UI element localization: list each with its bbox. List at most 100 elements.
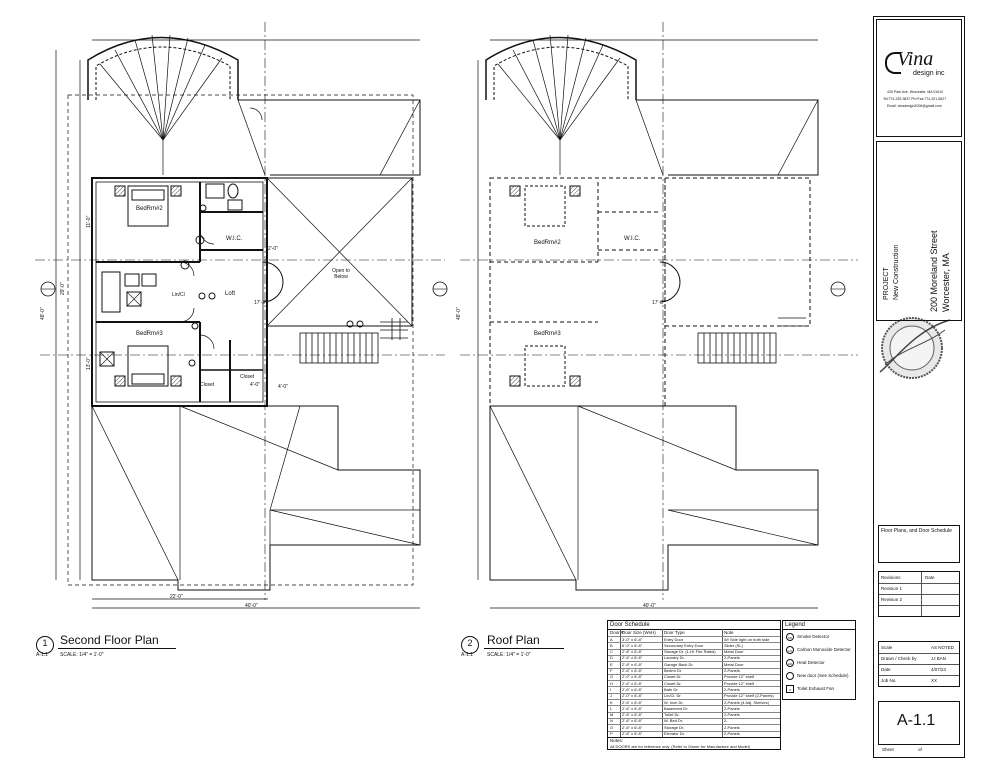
roof-plan (460, 22, 858, 609)
schedule-cell: 2'-6" x 6'-8" (622, 680, 643, 686)
schedule-cell: I (610, 686, 612, 692)
schedule-cell: M (610, 712, 614, 718)
view-scale: SCALE: 1/4" = 1'-0" (60, 652, 104, 658)
legend-item: Toilet Exhaust Fan (797, 686, 835, 691)
title-block: Vina design inc 425 Park Ave, Worcester,… (873, 16, 965, 758)
drawing-info-table: Scale AS NOTED Drawn / Check by JJ BAN D… (878, 641, 960, 687)
legend-symbol-icon: SD (786, 633, 794, 641)
room-bedroom-3: BedRm#3 (136, 331, 163, 337)
schedule-cell: 3'-0" x 6'-8" (622, 636, 643, 642)
revisions-date-label: Date (925, 575, 935, 580)
schedule-cell: 2-Panels (724, 705, 740, 711)
schedule-row-divider (608, 661, 780, 663)
drawn-value: JJ BAN (931, 656, 947, 661)
roof-room-wic: W.I.C. (624, 236, 641, 242)
roof-dimension-40ft: 40'-0" (643, 603, 656, 609)
schedule-row-divider (608, 642, 780, 644)
room-loft: Loft (225, 291, 236, 297)
logo-c-mark (885, 52, 901, 74)
schedule-cell: 2'-6" x 6'-8" (622, 655, 643, 661)
door-schedule-title: Door Schedule (610, 622, 650, 628)
room-bedroom-2: BedRm#2 (136, 206, 163, 212)
view-title-second-floor: Second Floor Plan (60, 633, 159, 647)
schedule-cell: Storage Dr. (1-Hr Fire Rated) (664, 649, 716, 655)
schedule-cell: Bedrm Dr. (664, 668, 683, 673)
drawn-label: Drawn / Check by (881, 656, 917, 661)
bed-3 (127, 345, 169, 387)
view-title-roof-plan: Roof Plan (487, 633, 540, 647)
revision-2: Revision 2 (881, 597, 903, 602)
schedule-row-divider (608, 705, 780, 707)
schedule-cell: N (610, 718, 613, 724)
bay-window-rays (99, 34, 223, 175)
schedule-cell: F (610, 668, 613, 673)
sheet-title: Floor Plans, and Door Schedule (881, 528, 952, 534)
dimension-40ft: 40'-0" (245, 603, 258, 609)
schedule-cell: 2'-6" x 6'-8" (622, 668, 643, 673)
room-closet-2: Closet (240, 374, 255, 380)
schedule-cell: Entry Door (664, 636, 684, 642)
roof-dimension-17ft: 17'-3" (652, 300, 665, 306)
schedule-cell: C (610, 649, 613, 655)
schedule-row-divider (608, 717, 780, 719)
schedule-cell: Closet Dr. (664, 674, 682, 680)
schedule-cell: 2- (724, 718, 728, 724)
schedule-cell: Basement Dr. (664, 705, 689, 711)
schedule-notes: All DOORS are for reference only. (Refer… (610, 744, 750, 749)
stair (299, 318, 408, 364)
schedule-cell: J (610, 693, 612, 699)
schedule-cell: O (610, 724, 614, 730)
schedule-cell: Lin/Cl. Dr. (664, 693, 682, 699)
date-label: Date (881, 667, 891, 672)
sheet-number: A-1.1 (897, 712, 936, 729)
schedule-cell: 2'-0" x 6'-8" (622, 693, 643, 699)
company-logo: Vina (897, 48, 934, 70)
schedule-row-divider (608, 636, 780, 637)
schedule-cell: Garage Back Dr. (664, 661, 694, 667)
schedule-cell: W. Bed Dr. (664, 718, 684, 724)
schedule-row-divider (608, 724, 780, 726)
schedule-cell: Provide 12" shelf (724, 680, 755, 686)
schedule-row-divider (608, 686, 780, 688)
view-title-underline (58, 648, 176, 649)
legend-item: Heat Detector (797, 660, 825, 665)
dimension-48ft: 48'-0" (40, 307, 46, 320)
legend-symbol-icon: CO (786, 646, 794, 654)
schedule-row-divider (608, 654, 780, 656)
revision-1: Revision 1 (881, 586, 903, 591)
revisions-table: Revisions Date Revision 1 Revision 2 (878, 571, 960, 617)
view-title-underline-2 (484, 648, 564, 649)
schedule-cell: 2-Panels (724, 724, 740, 730)
schedule-cell: A (610, 636, 613, 642)
schedule-cell: Provide 12" shelf (2-Panels) (724, 693, 774, 699)
room-wic: W.I.C. (226, 236, 243, 242)
schedule-row-divider (608, 667, 780, 669)
schedule-row-divider (608, 699, 780, 700)
schedule-cell: 2-Panels (724, 731, 740, 736)
roof-room-bedroom-3: BedRm#3 (534, 331, 561, 337)
view-sheet-ref-2: A-1.1 (461, 652, 473, 658)
scale-label: Scale (881, 645, 893, 650)
legend-symbol-icon (786, 672, 794, 680)
dimension-2ft: 2'-0" (268, 246, 278, 252)
legend-item: Carbon Monoxide Detector (797, 647, 851, 652)
schedule-cell: Elevator Dr. (664, 731, 685, 736)
schedule-row-divider (608, 680, 780, 682)
schedule-cell: 2-Panels (724, 686, 740, 692)
schedule-cell: G (610, 674, 614, 680)
schedule-cell: 2'-6" x 6'-8" (622, 712, 643, 718)
schedule-row-divider (608, 692, 780, 694)
view-sheet-ref: A-1.1 (36, 652, 48, 658)
schedule-cell: 2-Panels (724, 655, 740, 661)
view-scale-2: SCALE: 1/4" = 1'-0" (487, 652, 531, 658)
schedule-notes-label: Notes: (610, 738, 624, 743)
dimension-11ft: 11'-0" (86, 215, 92, 228)
schedule-cell: Metal Door (724, 661, 744, 667)
job-value: XX (931, 678, 938, 683)
schedule-cell: 2'-8" x 6'-8" (622, 661, 643, 667)
sheet-number-panel: A-1.1 (878, 701, 960, 745)
room-linen-closet: Lin/Cl (172, 292, 185, 298)
